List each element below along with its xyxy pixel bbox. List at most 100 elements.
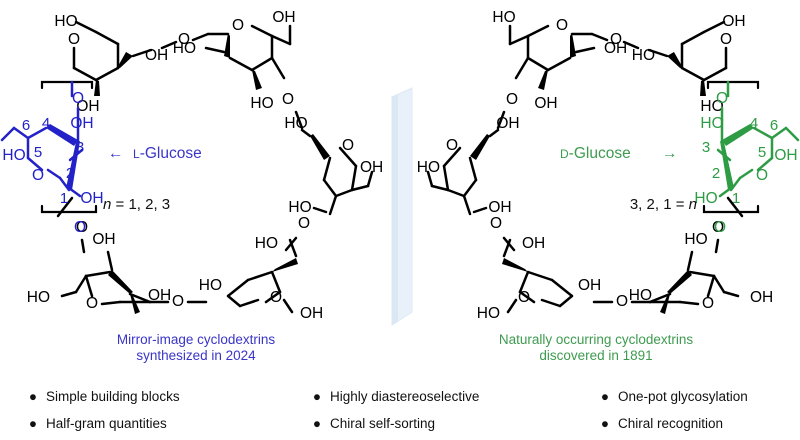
atom-label-oh: OH [76,98,99,115]
bullet-marker: ● [29,416,37,431]
atom-label-oh: OH [534,95,557,112]
atom-label-ho: HO [629,287,652,304]
bullet-item: Chiral recognition [618,416,723,431]
right-cyclodextrin-macrocycle: OH O HO HO O O OH HO OH O [417,9,800,322]
atom-label-ho: HO [492,9,515,26]
atom-label-oh: OH [148,287,171,304]
glucose-unit-right-left: HO O OH HO O [284,110,383,232]
atom-label-o: O [68,31,80,48]
atom-label-o: O [446,137,458,154]
glucose-unit-bottomright-left: HO O HO OH [199,235,324,322]
repeat-values: 1, 2, 3 [128,196,170,213]
bullet-marker: ● [313,416,321,431]
atom-label-o-green: O [756,167,768,184]
mirror-plane [391,87,413,326]
bullet-marker: ● [29,389,37,404]
left-caption-line2: synthesized in 2024 [136,348,256,363]
bullet-marker: ● [601,389,609,404]
ring-number-6: 6 [770,117,778,134]
right-caption-line1: Naturally occurring cyclodextrins [499,332,694,347]
atom-label-o: O [702,295,714,312]
atom-label-ho: HO [27,289,50,306]
highlighted-d-glucose-unit: O OH O HO HO O [694,80,800,236]
atom-label-oh: OH [360,159,383,176]
ring-number-2: 2 [66,165,74,182]
glycosidic-oxygen: O [616,293,628,310]
stereo-prefix-d: D [560,147,569,161]
atom-label-o-blue: O [72,90,84,107]
highlighted-l-glucose-unit: O HO O OH OH O [0,80,104,236]
ring-number-4: 4 [42,115,50,132]
glucose-unit-top-right: OH O HO HO [632,13,746,115]
bullet-marker: ● [313,389,321,404]
atom-label-oh: OH [578,277,601,294]
bullet-list-column-2: ● Highly diastereoselective ● Chiral sel… [313,389,479,431]
bullet-item: Chiral self-sorting [330,416,435,431]
atom-label-o: O [518,289,530,306]
atom-label-o: O [342,137,354,154]
d-glucose-annotation: D-Glucose → [560,145,678,162]
glucose-unit-topright-left: O HO OH HO O [173,9,296,112]
atom-label-oh: OH [488,199,511,216]
atom-label-o: O [298,215,310,232]
atom-label-oh: OH [722,13,745,30]
atom-label-o: O [282,91,294,108]
atom-label-ho: HO [477,305,500,322]
bullet-marker: ● [601,416,609,431]
atom-label-ho: HO [284,115,307,132]
atom-label-oh: OH [92,231,115,248]
bullet-item: One-pot glycosylation [618,389,748,404]
ring-number-2: 2 [712,165,720,182]
ring-number-4: 4 [750,115,758,132]
glucose-unit-left-right: OH O HO OH O [417,110,520,232]
stereo-prefix-l: L [133,147,140,161]
atom-label-ho: HO [250,95,273,112]
l-glucose-annotation: ← L-Glucose [108,145,202,162]
atom-label-oh: OH [604,40,627,57]
ring-number-3: 3 [702,139,710,156]
atom-label-o-green: O [714,219,726,236]
ring-number-1: 1 [732,190,740,207]
atom-label-o: O [712,219,724,236]
atom-label-o-green: O [716,90,728,107]
bullet-item: Highly diastereoselective [330,389,479,404]
glycosidic-oxygen: O [178,31,190,48]
d-glucose-label: D-Glucose [560,145,631,162]
glucose-unit-topleft-right: O OH HO OH O [492,9,627,112]
atom-label-ho: HO [288,199,311,216]
l-glucose-label: L-Glucose [133,145,202,162]
repeat-unit-label-right: 3, 2, 1 = n [630,196,697,213]
atom-label-ho-blue: HO [2,147,25,164]
atom-label-ho: HO [632,47,655,64]
repeat-variable: n [689,196,697,213]
atom-label-o: O [506,91,518,108]
atom-label-oh-blue: OH [80,190,103,207]
left-caption: Mirror-image cyclodextrins synthesized i… [117,332,276,363]
atom-label-o: O [232,17,244,34]
left-cyclodextrin-macrocycle: HO O OH OH O O HO OH HO O [0,9,383,322]
atom-label-ho: HO [173,40,196,57]
atom-label-oh: OH [145,47,168,64]
glucose-unit-bottomleft-left: HO O OH OH O [27,219,171,314]
glucose-unit-bottomright-right: OH O HO HO O [629,219,773,314]
atom-label-oh: OH [750,289,773,306]
right-caption-line2: discovered in 1891 [539,348,652,363]
ring-number-1: 1 [60,190,68,207]
repeat-variable: n [103,196,111,213]
atom-label-oh: OH [522,235,545,252]
atom-label-ho-green: HO [700,115,723,132]
atom-label-o: O [76,219,88,236]
bullet-list-column-1: ● Simple building blocks ● Half-gram qua… [29,389,180,431]
bullet-item: Half-gram quantities [46,416,167,431]
repeat-values: 3, 2, 1 [630,196,672,213]
bullet-item: Simple building blocks [46,389,180,404]
ring-number-5: 5 [758,144,766,161]
right-caption: Naturally occurring cyclodextrins discov… [499,332,694,363]
ring-number-3: 3 [76,139,84,156]
atom-label-o: O [556,17,568,34]
atom-label-oh: OH [300,305,323,322]
atom-label-ho: HO [199,277,222,294]
atom-label-ho: HO [417,159,440,176]
glucose-word: -Glucose [569,145,631,162]
